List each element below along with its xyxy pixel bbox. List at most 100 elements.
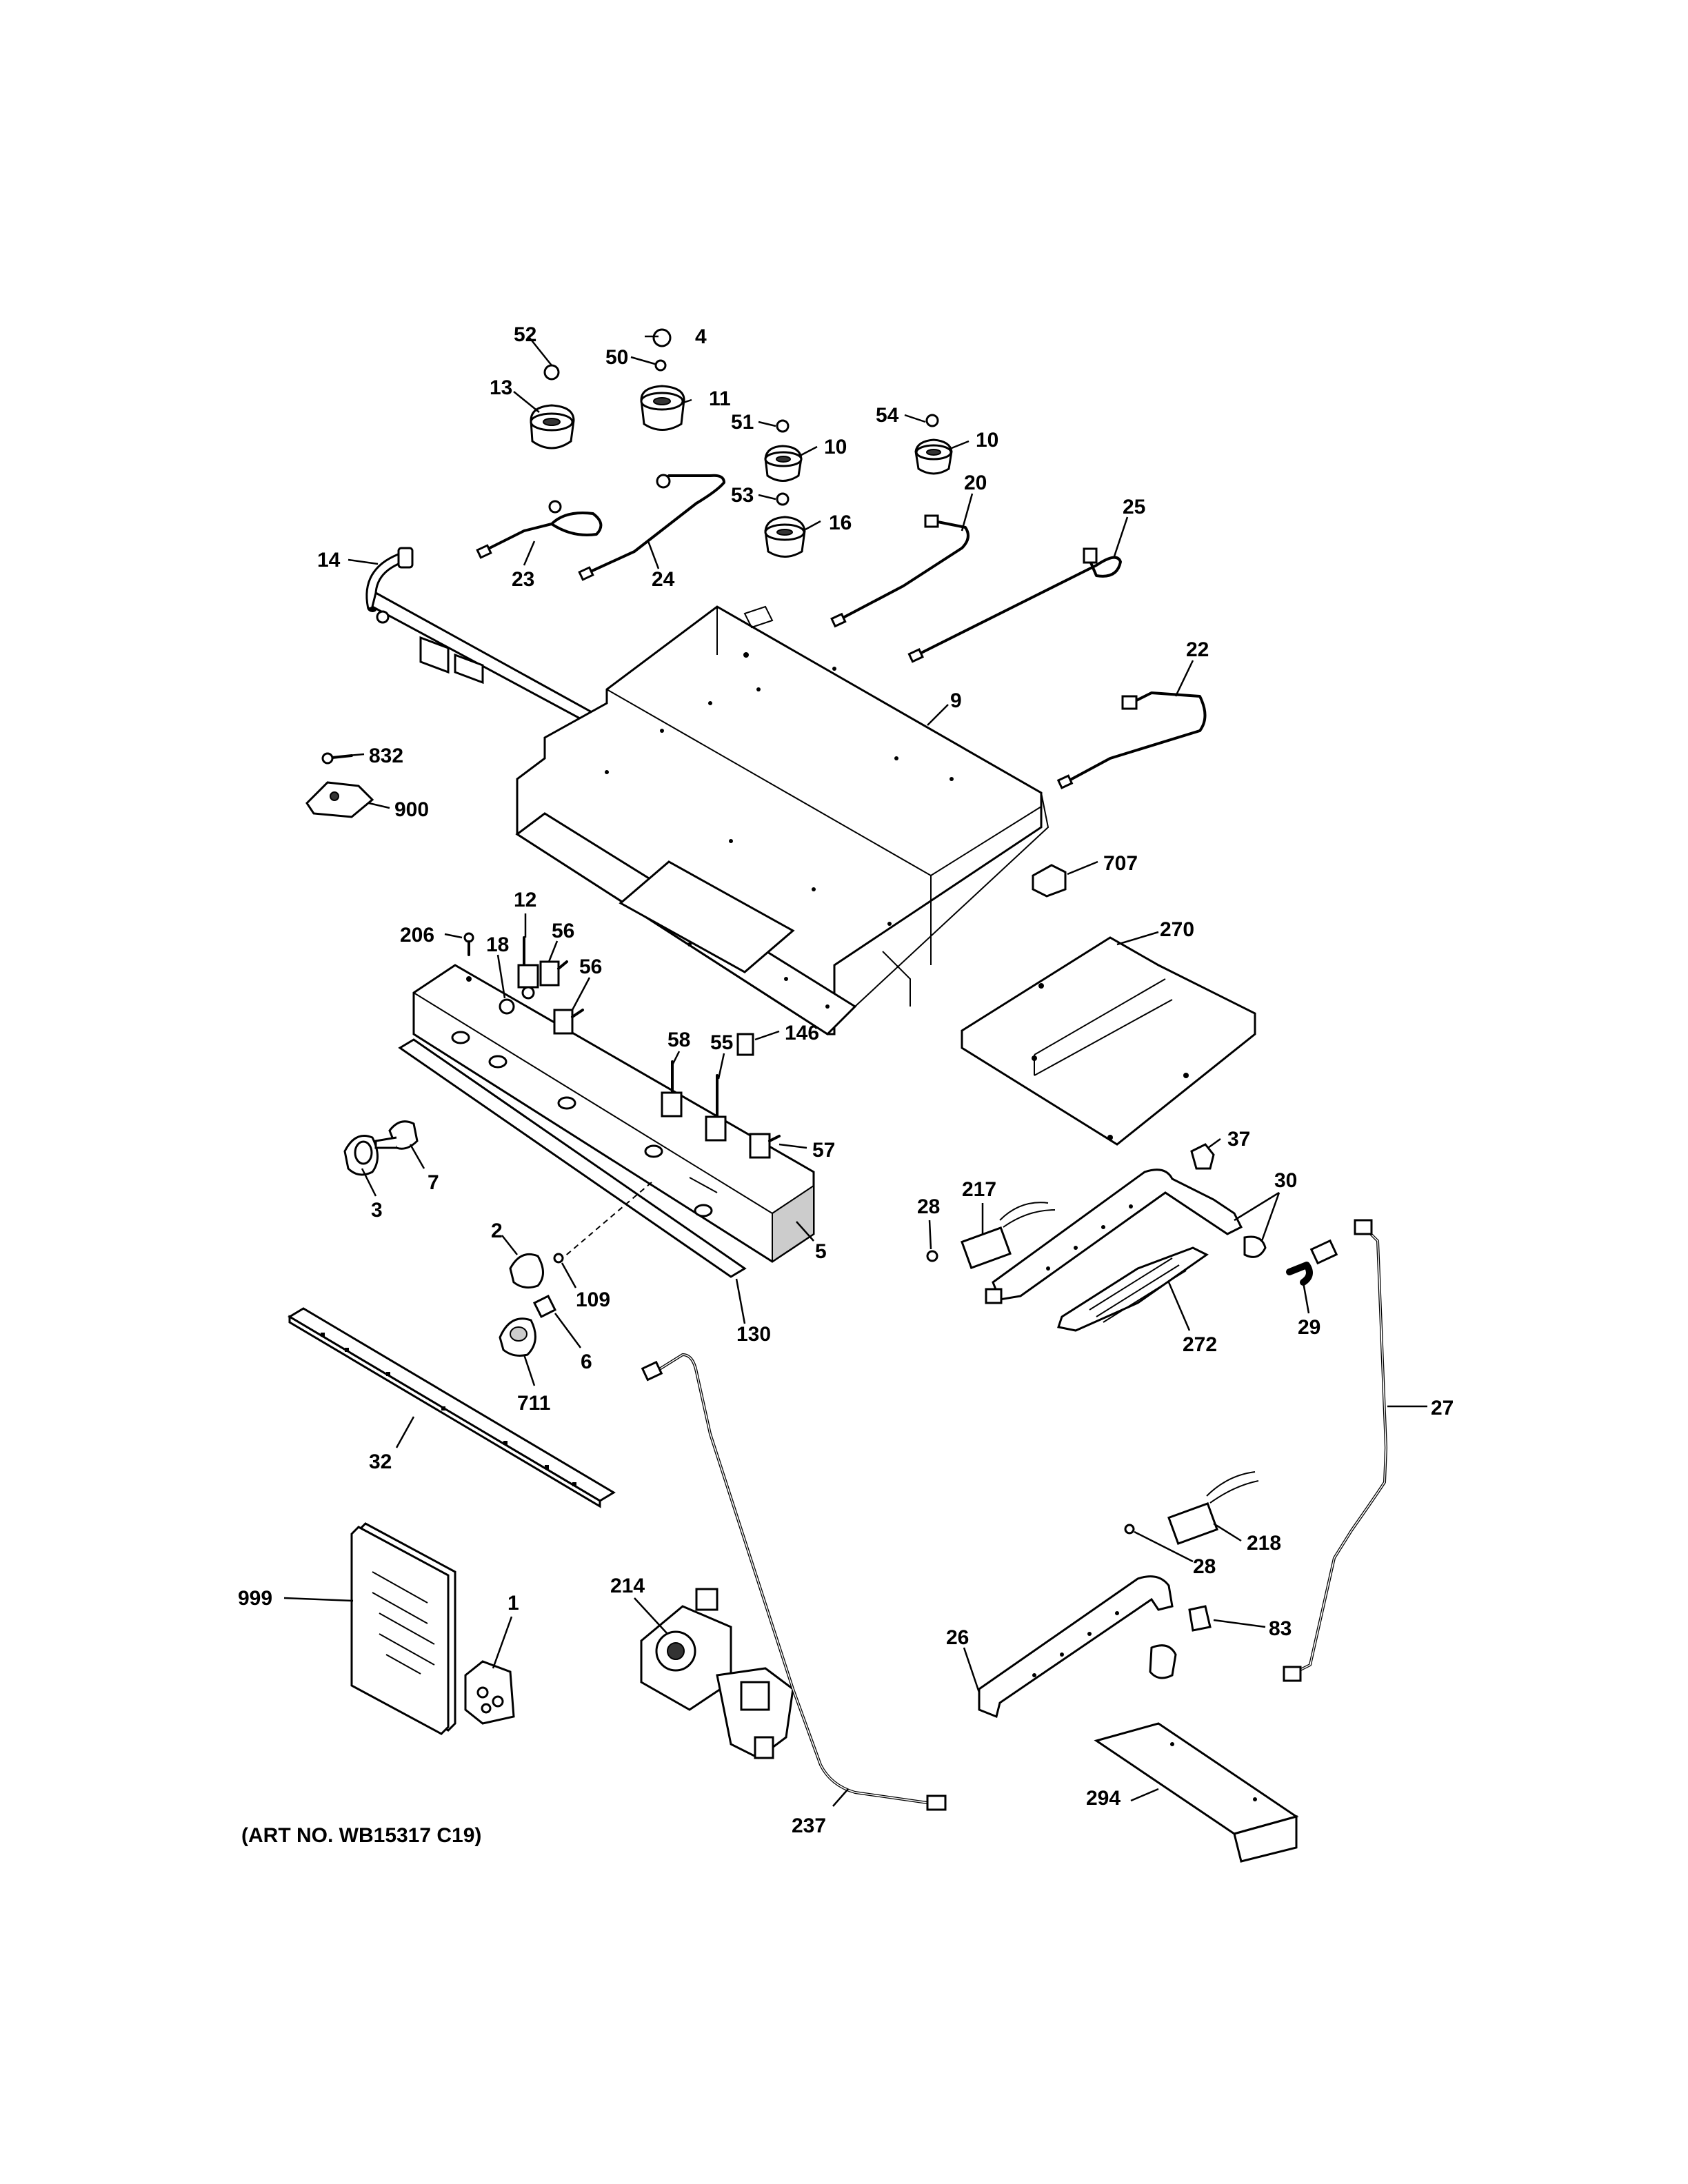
callout-24: 24 [652, 568, 675, 591]
callout-27: 27 [1431, 1397, 1454, 1419]
callout-10b: 10 [976, 429, 998, 452]
art-number: (ART NO. WB15317 C19) [241, 1824, 481, 1847]
callout-28a: 28 [917, 1195, 940, 1218]
insert-6 [532, 1294, 557, 1319]
flame-spreader-272 [1057, 1246, 1209, 1332]
screw-28-top [926, 1250, 938, 1262]
manual-999 [350, 1522, 456, 1735]
callout-labels: 52 4 50 13 11 51 10 54 10 20 53 16 25 14… [238, 323, 1454, 1847]
callout-11: 11 [709, 387, 731, 410]
callout-54: 54 [876, 404, 899, 427]
broil-burner-26 [978, 1575, 1177, 1719]
leader-lines [283, 335, 1427, 1807]
bracket-294 [1094, 1722, 1299, 1863]
tube-27 [1283, 1219, 1387, 1682]
callout-9: 9 [950, 689, 962, 712]
callout-20: 20 [964, 472, 987, 494]
callout-29: 29 [1298, 1316, 1320, 1339]
gasket-130 [398, 1038, 747, 1278]
callout-832: 832 [369, 745, 403, 767]
callout-999: 999 [238, 1587, 272, 1610]
knob-2 [509, 1253, 544, 1289]
elbow-29 [1286, 1239, 1338, 1286]
callout-1: 1 [508, 1592, 519, 1615]
bracket-900 [305, 781, 374, 818]
hardware-bag-1 [464, 1660, 515, 1725]
callout-28b: 28 [1193, 1555, 1216, 1578]
callout-3: 3 [371, 1199, 383, 1222]
orifice-83 [1188, 1605, 1212, 1632]
tube-20 [830, 514, 969, 628]
heat-shield-270 [961, 936, 1256, 1146]
tube-22 [1056, 691, 1207, 789]
callout-22: 22 [1186, 638, 1209, 661]
callout-37: 37 [1227, 1128, 1250, 1151]
callout-25: 25 [1123, 496, 1145, 518]
callout-56b: 56 [579, 956, 602, 978]
callout-52: 52 [514, 323, 536, 346]
valve-57 [749, 1133, 781, 1159]
callout-53: 53 [731, 484, 754, 507]
igniter-218 [1167, 1471, 1259, 1545]
callout-272: 272 [1183, 1333, 1217, 1356]
tube-23 [476, 500, 603, 559]
callout-217: 217 [962, 1178, 996, 1201]
bake-burner-30 [985, 1169, 1267, 1304]
bracket-37 [1190, 1143, 1215, 1170]
callout-5: 5 [815, 1240, 827, 1263]
callout-294: 294 [1086, 1787, 1121, 1810]
tube-237 [641, 1353, 947, 1811]
callout-218: 218 [1247, 1532, 1281, 1555]
callout-130: 130 [736, 1323, 771, 1346]
callout-2: 2 [491, 1220, 503, 1242]
spring-109 [553, 1253, 564, 1264]
callout-26: 26 [946, 1626, 969, 1649]
burner-head-10-center [764, 419, 803, 482]
callout-4: 4 [695, 325, 707, 348]
valve-58 [661, 1060, 683, 1118]
leader-dashed-109 [558, 1182, 652, 1262]
clip-707 [1032, 864, 1067, 898]
callout-23: 23 [512, 568, 534, 591]
callout-707: 707 [1103, 852, 1138, 875]
tube-25 [907, 547, 1122, 663]
callout-16: 16 [829, 512, 852, 534]
callout-7: 7 [428, 1171, 439, 1194]
callout-83: 83 [1269, 1617, 1292, 1640]
knob-711 [499, 1317, 536, 1357]
callout-14: 14 [317, 549, 341, 572]
callout-12: 12 [514, 889, 536, 911]
washer-18 [499, 998, 515, 1015]
control-panel-5 [412, 964, 815, 1263]
callout-900: 900 [394, 798, 429, 821]
callout-50: 50 [605, 346, 628, 369]
callout-206: 206 [400, 924, 434, 947]
callout-10a: 10 [824, 436, 847, 458]
switch-146 [736, 1033, 754, 1056]
burner-head-10-right [914, 414, 953, 475]
callout-58: 58 [667, 1029, 690, 1051]
burner-head-13 [530, 364, 575, 449]
valve-56b [553, 1009, 584, 1035]
burner-head-11 [640, 328, 685, 431]
callout-55: 55 [710, 1031, 733, 1054]
screw-206 [463, 932, 474, 956]
tube-24 [578, 474, 725, 581]
callout-711: 711 [517, 1392, 550, 1415]
callout-51: 51 [731, 411, 754, 434]
screw-28-bottom [1124, 1524, 1135, 1535]
screw-832 [321, 752, 353, 765]
callout-32: 32 [369, 1450, 392, 1473]
burner-box-9 [515, 605, 1049, 1035]
valve-assembly-214 [640, 1588, 794, 1759]
knob-3 [343, 1135, 379, 1176]
igniter-217 [961, 1202, 1056, 1269]
callout-18: 18 [486, 933, 509, 956]
callout-13: 13 [490, 376, 512, 399]
callout-56a: 56 [552, 920, 574, 942]
callout-109: 109 [576, 1288, 610, 1311]
callout-30: 30 [1274, 1169, 1297, 1192]
callout-6: 6 [581, 1351, 592, 1373]
callout-214: 214 [610, 1575, 645, 1597]
